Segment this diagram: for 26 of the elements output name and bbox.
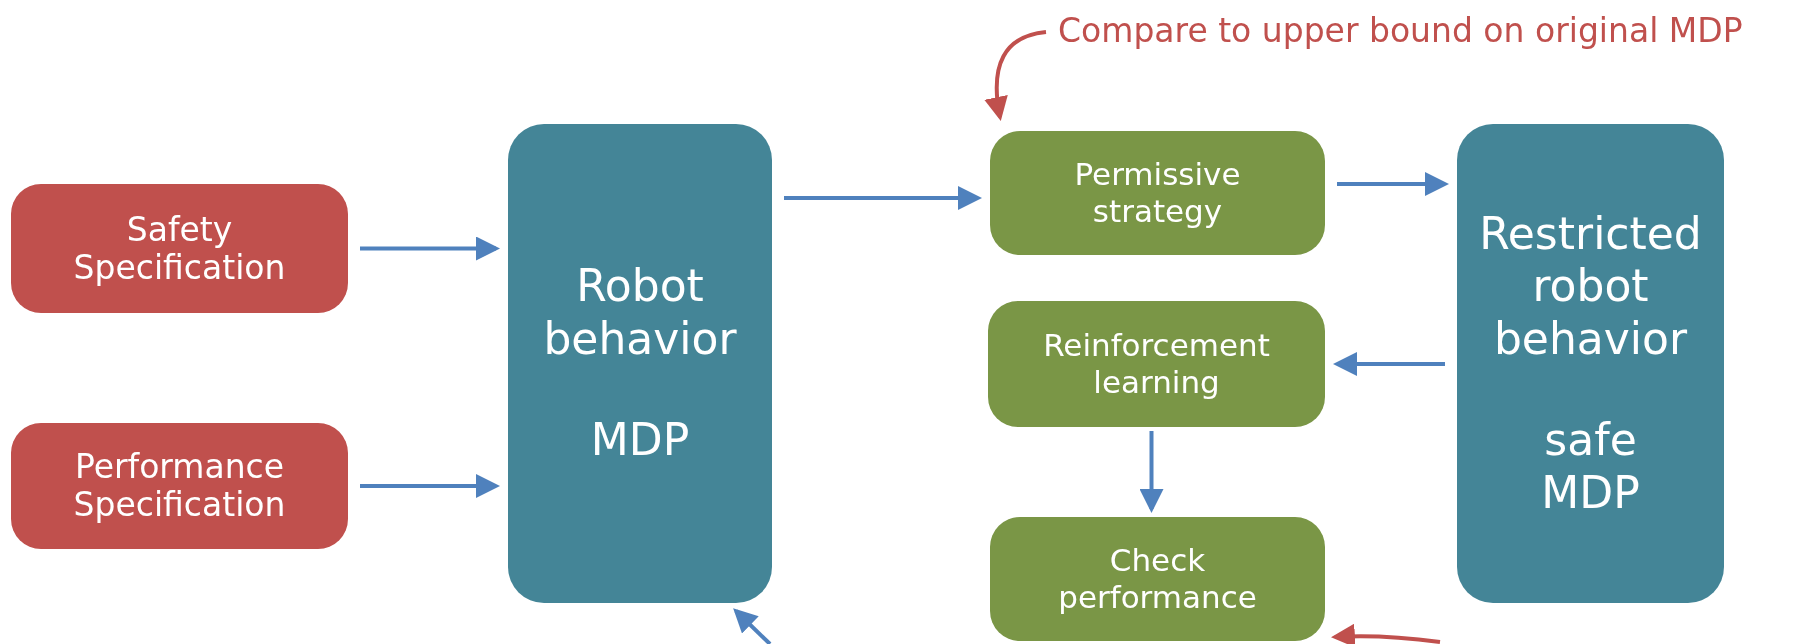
specification-box xyxy=(11,423,348,549)
arrow xyxy=(784,186,982,210)
process-box xyxy=(990,131,1325,255)
node-label: Robot behavior xyxy=(542,260,738,366)
arrow xyxy=(1331,623,1441,644)
model-box xyxy=(508,124,772,603)
node-label: Safety Specification xyxy=(72,210,287,287)
node-label: Check performance xyxy=(1057,541,1258,617)
node-label: safe MDP xyxy=(1540,413,1641,520)
process-box xyxy=(990,517,1325,641)
process-box xyxy=(988,301,1325,427)
arrow xyxy=(360,474,500,498)
node-label: MDP xyxy=(589,413,691,467)
node-label: Reinforcement learning xyxy=(1042,326,1271,402)
arrow xyxy=(1337,172,1449,196)
model-box xyxy=(1457,124,1724,603)
arrow xyxy=(733,608,772,644)
arrow xyxy=(984,30,1047,121)
specification-box xyxy=(11,184,348,313)
node-label: Permissive strategy xyxy=(1073,155,1242,231)
arrow xyxy=(360,236,500,261)
node-label: Performance Specification xyxy=(72,448,287,524)
arrow xyxy=(1139,431,1164,513)
node-label: Restricted robot behavior xyxy=(1478,207,1703,366)
arrow xyxy=(1333,352,1445,376)
node-label: Compare to upper bound on original MDP xyxy=(1057,13,1744,47)
